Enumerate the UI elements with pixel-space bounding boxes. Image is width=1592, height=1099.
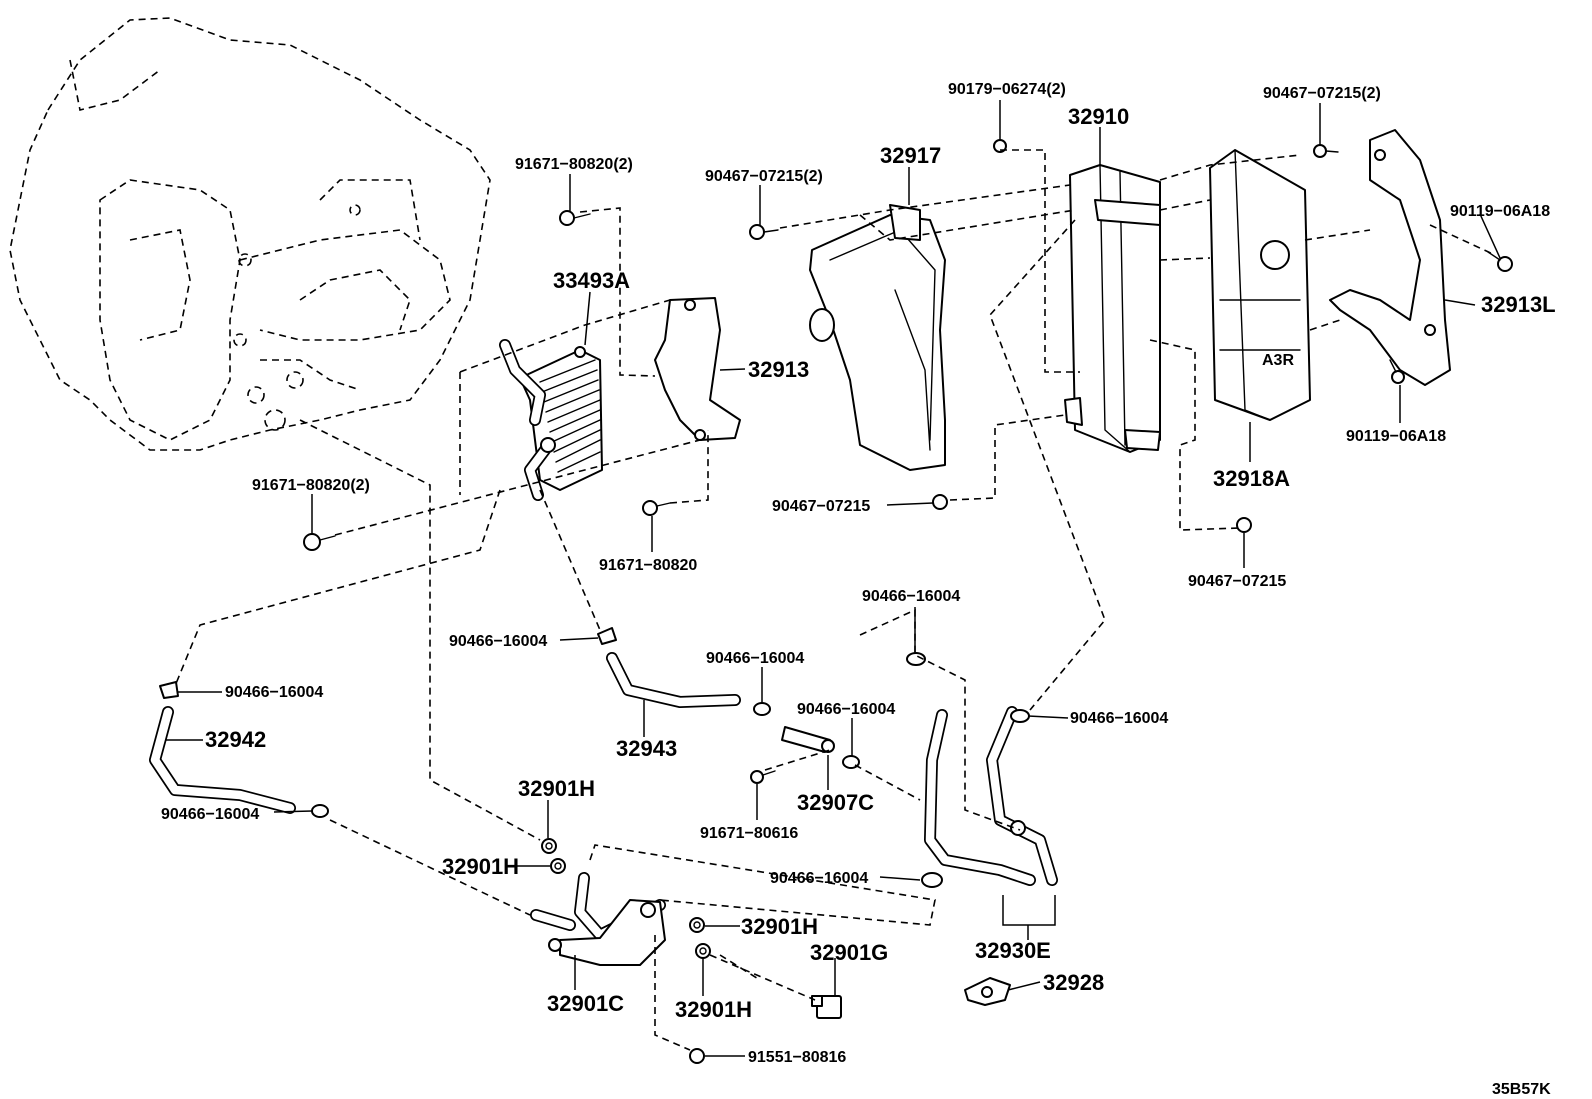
label-90466-16004-g: 90466−16004 <box>161 806 259 823</box>
label-32913l: 32913L <box>1481 292 1556 317</box>
label-90466-16004-b: 90466−16004 <box>449 633 547 650</box>
label-91671-80820: 91671−80820 <box>599 557 697 574</box>
label-32901h-d: 32901H <box>675 997 752 1022</box>
label-32918a: 32918A <box>1213 466 1290 491</box>
label-32913: 32913 <box>748 357 809 382</box>
bolt-icon[interactable] <box>1389 359 1405 384</box>
bolt-icon[interactable] <box>1313 144 1339 158</box>
label-90467-07215-2-left: 90467−07215(2) <box>705 168 823 185</box>
label-91671-80616: 91671−80616 <box>700 825 798 842</box>
bolt-icon[interactable] <box>303 533 336 551</box>
hose-clamp-icon[interactable] <box>159 681 179 699</box>
label-90179-06274-2: 90179−06274(2) <box>948 81 1066 98</box>
label-32942: 32942 <box>205 727 266 752</box>
illustration-code: 35B57K <box>1492 1081 1551 1098</box>
bracket-32913l[interactable] <box>1329 129 1451 386</box>
hose-clamp-icon[interactable] <box>753 702 771 716</box>
label-90119-06a18-top: 90119−06A18 <box>1450 203 1550 220</box>
part-labels: 91671−80820(2) 90467−07215(2) 90179−0627… <box>161 81 1556 1098</box>
label-91671-80820-2-top: 91671−80820(2) <box>515 156 633 173</box>
label-90466-16004-c: 90466−16004 <box>706 650 804 667</box>
bracket-32928[interactable] <box>964 977 1011 1006</box>
gasket-washer-icon[interactable] <box>689 917 705 933</box>
label-91551-80816: 91551−80816 <box>748 1049 846 1066</box>
gasket-washer-icon[interactable] <box>541 838 557 854</box>
label-90466-16004-f: 90466−16004 <box>1070 710 1168 727</box>
label-90466-16004-d: 90466−16004 <box>225 684 323 701</box>
label-32901c: 32901C <box>547 991 624 1016</box>
leader-lines <box>165 100 1501 1057</box>
label-32943: 32943 <box>616 736 677 761</box>
label-32910: 32910 <box>1068 104 1129 129</box>
label-32930e: 32930E <box>975 938 1051 963</box>
union-32907c[interactable] <box>781 726 835 753</box>
hose-clamp-icon[interactable] <box>311 804 329 818</box>
assembly-lines <box>174 149 1496 1051</box>
label-32901g: 32901G <box>810 940 888 965</box>
air-duct-32917[interactable] <box>809 204 946 471</box>
label-32928: 32928 <box>1043 970 1104 995</box>
label-90467-07215-2-right: 90467−07215(2) <box>1263 85 1381 102</box>
label-90119-06a18-bottom: 90119−06A18 <box>1346 428 1446 445</box>
shroud-32918a[interactable]: A3R <box>1209 149 1311 421</box>
bolt-icon[interactable] <box>642 500 671 516</box>
label-90466-16004-h: 90466−16004 <box>770 870 868 887</box>
gasket-washer-icon[interactable] <box>550 858 566 874</box>
label-90466-16004-a: 90466−16004 <box>862 588 960 605</box>
hose-32942[interactable] <box>149 706 296 814</box>
plug-32901g[interactable] <box>811 995 842 1019</box>
hose-clamp-icon[interactable] <box>906 652 926 666</box>
transmission-case-icon <box>9 17 491 451</box>
hose-32943[interactable] <box>606 652 741 708</box>
label-32917: 32917 <box>880 143 941 168</box>
hose-clamp-icon[interactable] <box>597 627 617 645</box>
bracket-32913[interactable] <box>654 297 741 441</box>
svg-text:A3R: A3R <box>1262 352 1294 369</box>
pipe-32930e[interactable] <box>924 706 1058 886</box>
bolt-icon[interactable] <box>749 224 779 240</box>
gasket-washer-icon[interactable] <box>695 943 711 959</box>
hose-clamp-icon[interactable] <box>921 872 943 888</box>
label-32901h-c: 32901H <box>741 914 818 939</box>
label-32907c: 32907C <box>797 790 874 815</box>
bolt-icon[interactable] <box>559 210 591 226</box>
bolt-icon[interactable] <box>932 494 948 510</box>
cooler-core-32910[interactable] <box>1064 164 1161 453</box>
bolt-icon[interactable] <box>1236 517 1252 533</box>
bolt-icon[interactable] <box>1487 251 1513 272</box>
bolt-icon[interactable] <box>750 770 776 784</box>
label-90467-07215-mid: 90467−07215 <box>772 498 870 515</box>
label-90466-16004-e: 90466−16004 <box>797 701 895 718</box>
pipe-union-32901c[interactable] <box>530 872 666 966</box>
bolt-icon[interactable] <box>689 1048 705 1064</box>
label-90467-07215-right: 90467−07215 <box>1188 573 1286 590</box>
hose-clamp-icon[interactable] <box>1010 709 1030 723</box>
oil-cooler-icon[interactable] <box>499 339 603 501</box>
label-32901h-a: 32901H <box>518 776 595 801</box>
label-91671-80820-2-left: 91671−80820(2) <box>252 477 370 494</box>
label-32901h-b: 32901H <box>442 854 519 879</box>
label-33493a: 33493A <box>553 268 630 293</box>
